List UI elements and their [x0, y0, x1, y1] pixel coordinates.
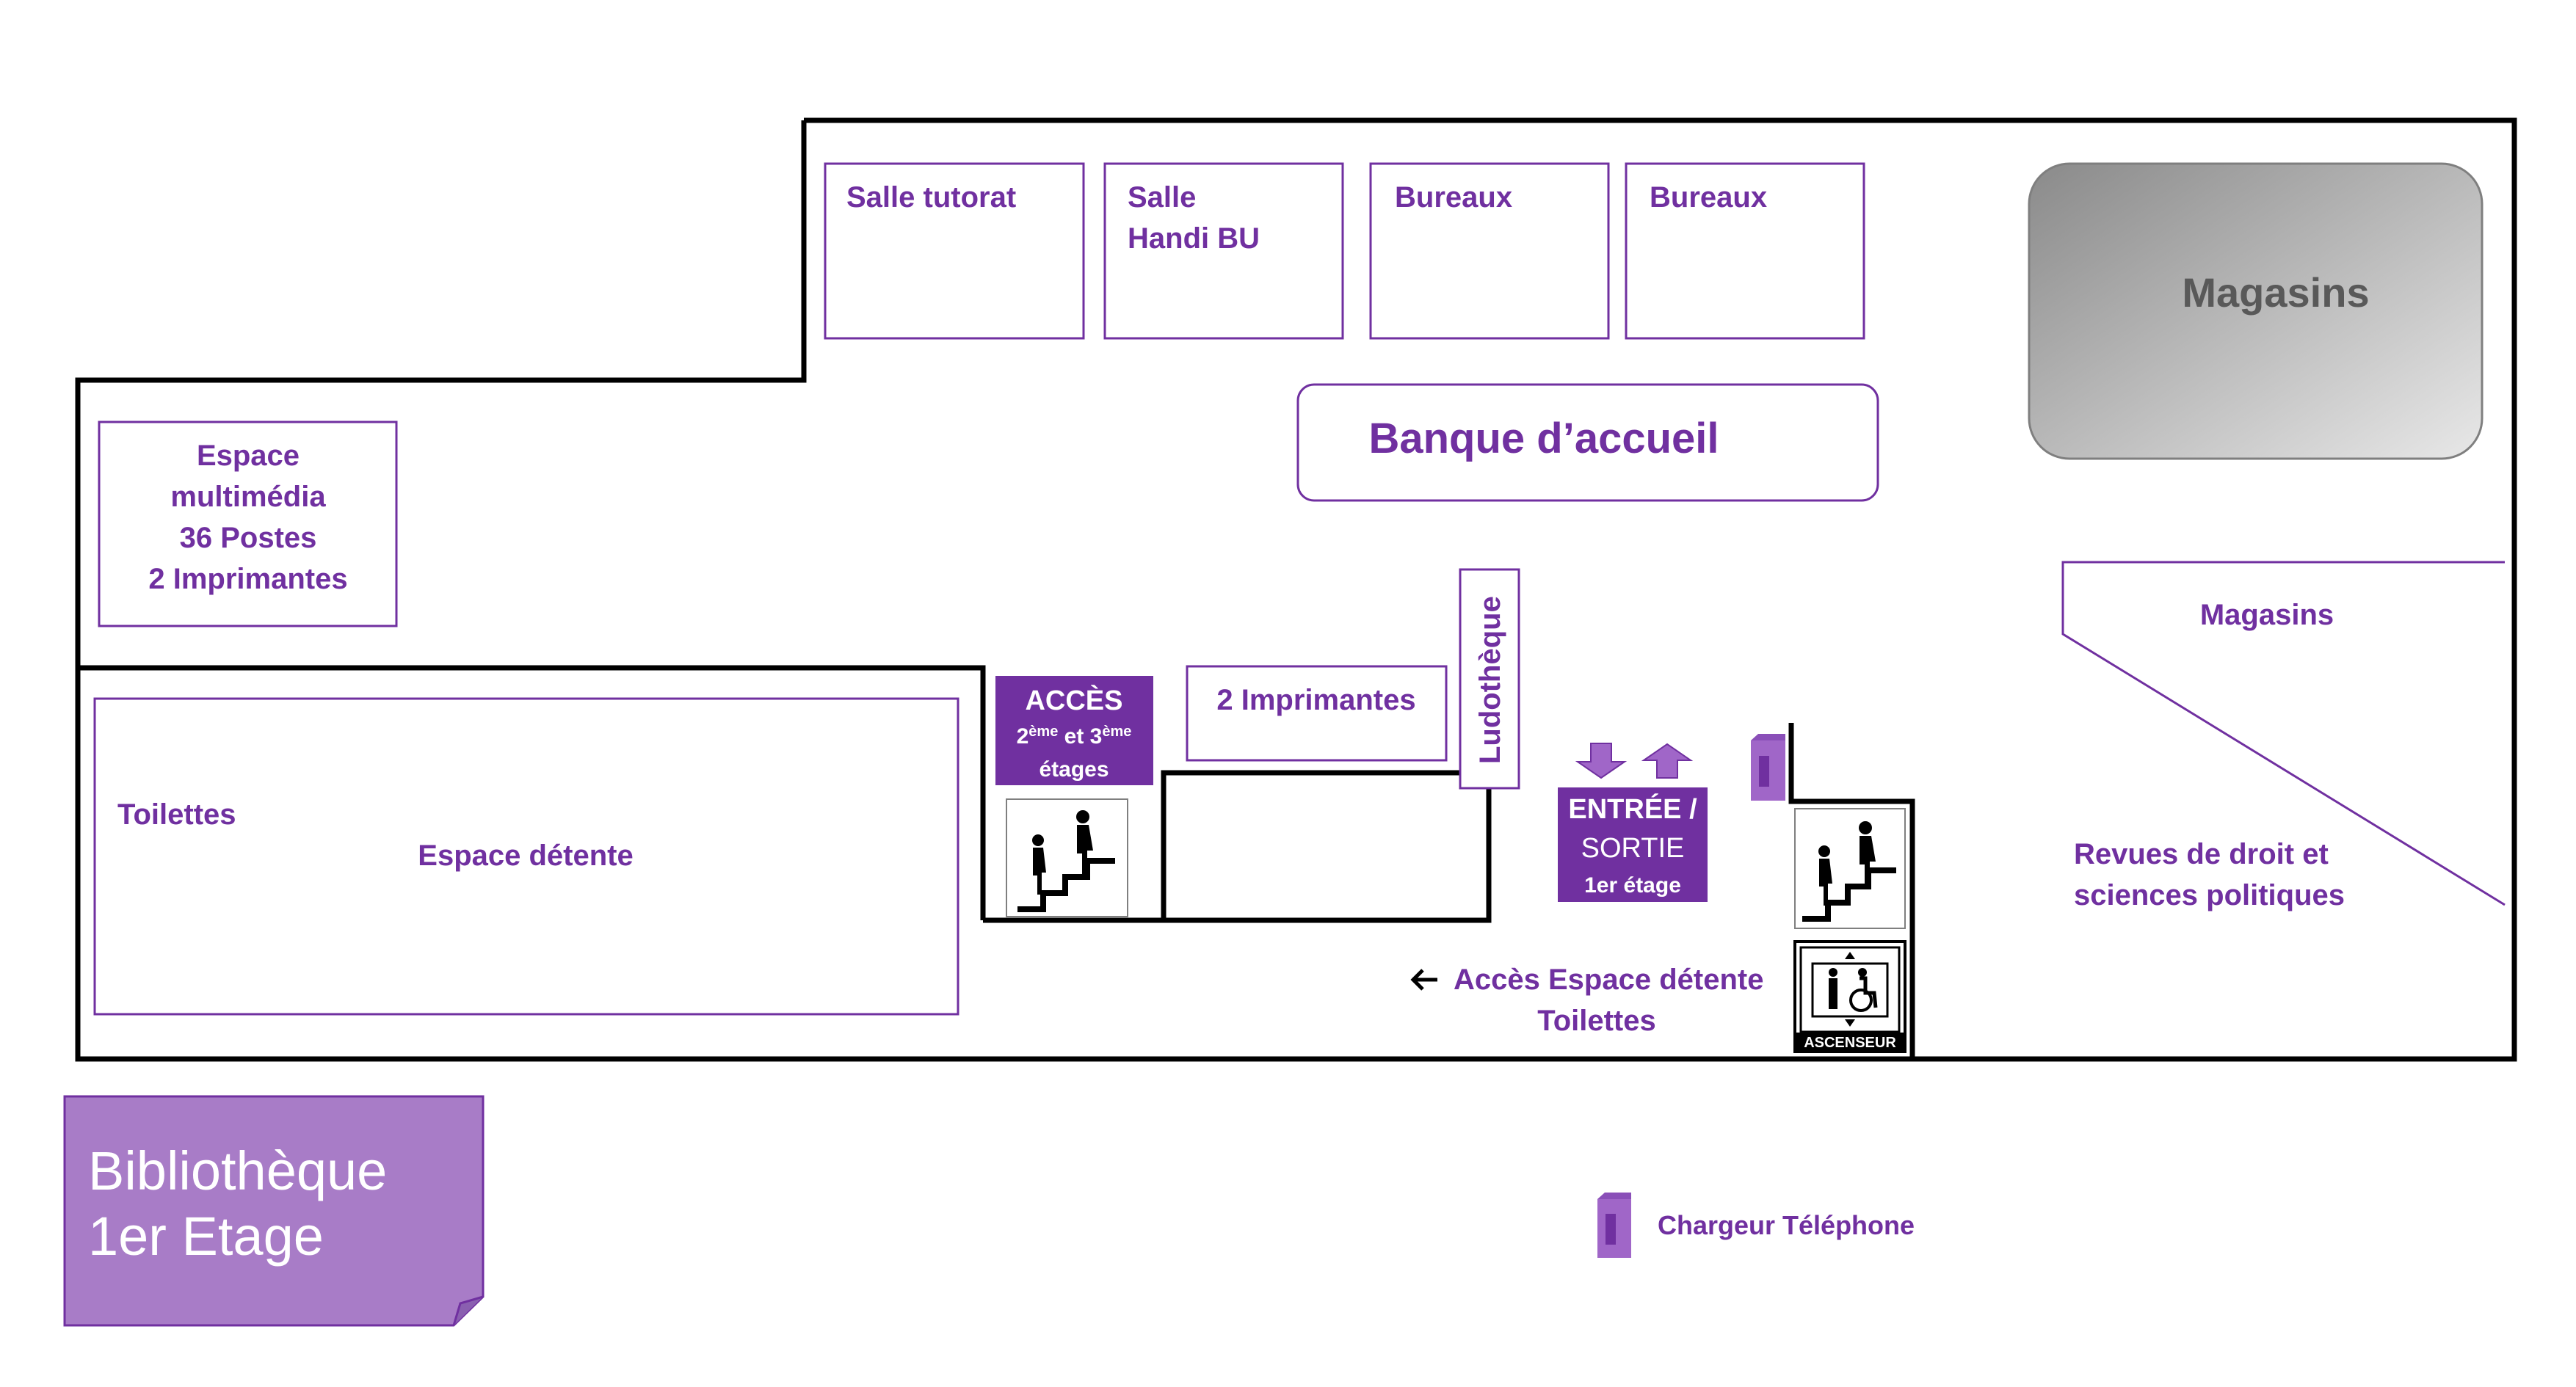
- room-revues: Revues de droit et sciences politiques: [2074, 838, 2345, 911]
- svg-text:Handi BU: Handi BU: [1128, 222, 1260, 255]
- svg-text:Ludothèque: Ludothèque: [1474, 596, 1506, 764]
- wheelchair-icon: [1849, 968, 1878, 1012]
- svg-text:Magasins: Magasins: [2200, 599, 2334, 631]
- room-magasins-storage: Magasins: [2028, 162, 2484, 460]
- svg-text:ENTRÉE /: ENTRÉE /: [1568, 793, 1697, 825]
- room-toilettes-detente: Toilettes Espace détente: [93, 697, 959, 1016]
- svg-text:Chargeur Téléphone: Chargeur Téléphone: [1658, 1210, 1915, 1240]
- svg-text:Bureaux: Bureaux: [1650, 181, 1767, 214]
- svg-text:1er étage: 1er étage: [1584, 873, 1681, 898]
- svg-text:Bibliothèque: Bibliothèque: [88, 1140, 387, 1201]
- svg-text:Espace détente: Espace détente: [418, 840, 633, 872]
- svg-text:étages: étages: [1039, 757, 1109, 782]
- arrow-left-icon: [1410, 969, 1437, 991]
- legend: Chargeur Téléphone: [1597, 1193, 1915, 1258]
- room-salle-handi-bu: Salle Handi BU: [1103, 162, 1344, 340]
- arrow-down-icon: [1575, 743, 1628, 779]
- svg-text:Espace: Espace: [197, 440, 300, 472]
- arrow-up-icon: [1641, 743, 1694, 779]
- room-espace-multimedia: Espace multimédia 36 Postes 2 Imprimante…: [98, 421, 398, 627]
- entrance-sign: ENTRÉE / SORTIE 1er étage: [1558, 787, 1708, 902]
- room-bureaux-1: Bureaux: [1369, 162, 1610, 340]
- stairs-icon-right: [1794, 808, 1906, 929]
- svg-text:SORTIE: SORTIE: [1581, 833, 1685, 864]
- stairs-icon: [1006, 798, 1128, 917]
- room-banque-accueil: Banque d’accueil: [1296, 383, 1879, 502]
- svg-text:2 Imprimantes: 2 Imprimantes: [1216, 684, 1415, 716]
- elevator-icon: ASCENSEUR: [1793, 940, 1906, 1053]
- access-sign: ACCÈS 2ème et 3ème étages: [995, 676, 1153, 785]
- svg-text:multimédia: multimédia: [170, 481, 326, 513]
- svg-text:36 Postes: 36 Postes: [180, 522, 317, 554]
- svg-text:Banque d’accueil: Banque d’accueil: [1368, 415, 1719, 462]
- building-walls: [75, 117, 2517, 1062]
- room-imprimantes: 2 Imprimantes: [1186, 665, 1448, 762]
- svg-text:Salle: Salle: [1128, 181, 1196, 214]
- svg-text:Magasins: Magasins: [2182, 269, 2369, 316]
- svg-text:2 Imprimantes: 2 Imprimantes: [148, 563, 347, 595]
- room-bureaux-2: Bureaux: [1625, 162, 1865, 340]
- page-title: Bibliothèque 1er Etage: [63, 1095, 485, 1327]
- svg-text:Accès Espace détente: Accès Espace détente: [1454, 964, 1763, 996]
- svg-text:Revues de droit et: Revues de droit et: [2074, 838, 2329, 870]
- svg-text:sciences politiques: sciences politiques: [2074, 879, 2345, 911]
- svg-text:1er Etage: 1er Etage: [88, 1206, 324, 1267]
- svg-text:ASCENSEUR: ASCENSEUR: [1804, 1035, 1896, 1051]
- room-ludotheque: Ludothèque: [1459, 568, 1520, 790]
- svg-text:Toilettes: Toilettes: [1537, 1005, 1656, 1037]
- svg-text:ACCÈS: ACCÈS: [1025, 684, 1122, 716]
- access-detente-label: Accès Espace détente Toilettes: [1410, 964, 1763, 1037]
- svg-text:Bureaux: Bureaux: [1395, 181, 1512, 214]
- phone-charger-icon: [1751, 734, 1785, 801]
- svg-text:2ème et 3ème: 2ème et 3ème: [1017, 724, 1132, 749]
- svg-text:Salle tutorat: Salle tutorat: [846, 181, 1016, 214]
- room-salle-tutorat: Salle tutorat: [824, 162, 1085, 340]
- svg-text:Toilettes: Toilettes: [117, 798, 236, 831]
- room-magasins-right: Magasins: [2061, 561, 2506, 906]
- phone-charger-legend-icon: [1597, 1193, 1631, 1258]
